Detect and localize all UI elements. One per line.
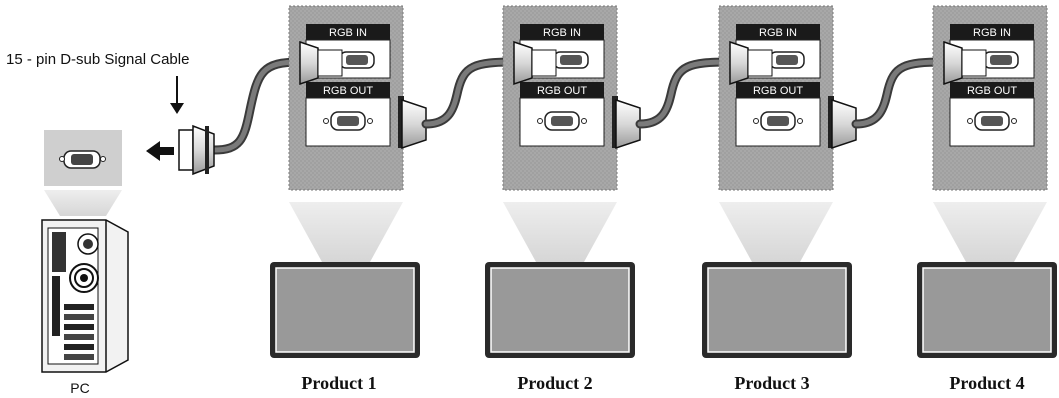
product-1-rgb-out-label: RGB OUT	[323, 85, 373, 97]
down-arrow-icon	[170, 76, 184, 114]
product-2: RGB IN RGB OUT Product 2	[485, 5, 635, 393]
product-2-label: Product 2	[517, 373, 592, 393]
product-2-rgb-in-tag	[520, 24, 604, 40]
product-3: RGB IN RGB OUT Product 3	[702, 5, 852, 393]
cable-product-3-to-product-4	[828, 57, 949, 150]
pc-beam	[44, 190, 122, 216]
product-3-rgb-out-label: RGB OUT	[753, 85, 803, 97]
cable-label: 15 - pin D-sub Signal Cable	[6, 51, 189, 68]
product-2-beam	[503, 202, 617, 262]
pc-label: PC	[70, 380, 89, 396]
cable-product-1-to-product-2	[398, 57, 520, 150]
product-4: RGB IN RGB OUT Product 4	[917, 5, 1057, 393]
product-1: RGB IN RGB OUT Product 1	[270, 5, 420, 393]
product-3-rgb-out-tag	[736, 82, 820, 98]
product-2-rgb-out-tag	[520, 82, 604, 98]
product-4-beam	[933, 202, 1047, 262]
product-3-rgb-in-tag	[736, 24, 820, 40]
product-3-beam	[719, 202, 833, 262]
product-4-label: Product 4	[949, 373, 1024, 393]
product-1-rgb-in-tag	[306, 24, 390, 40]
product-2-rgb-in-label: RGB IN	[543, 27, 581, 39]
product-4-rgb-in-tag	[950, 24, 1034, 40]
product-3-label: Product 3	[734, 373, 809, 393]
left-arrow-icon	[146, 141, 174, 161]
product-3-rgb-in-label: RGB IN	[759, 27, 797, 39]
product-4-rgb-out-label: RGB OUT	[967, 85, 1017, 97]
pc-tower-icon	[41, 219, 129, 373]
product-1-beam	[289, 202, 403, 262]
cable-pc-to-product-1	[209, 57, 305, 155]
cable-product-2-to-product-3	[612, 57, 735, 150]
product-2-rgb-out-label: RGB OUT	[537, 85, 587, 97]
product-1-rgb-in-label: RGB IN	[329, 27, 367, 39]
product-1-label: Product 1	[301, 373, 376, 393]
pc-port-panel	[44, 130, 122, 186]
product-4-rgb-in-label: RGB IN	[973, 27, 1011, 39]
product-4-rgb-out-tag	[950, 82, 1034, 98]
product-1-rgb-out-tag	[306, 82, 390, 98]
pc-cable-plug	[178, 124, 215, 176]
